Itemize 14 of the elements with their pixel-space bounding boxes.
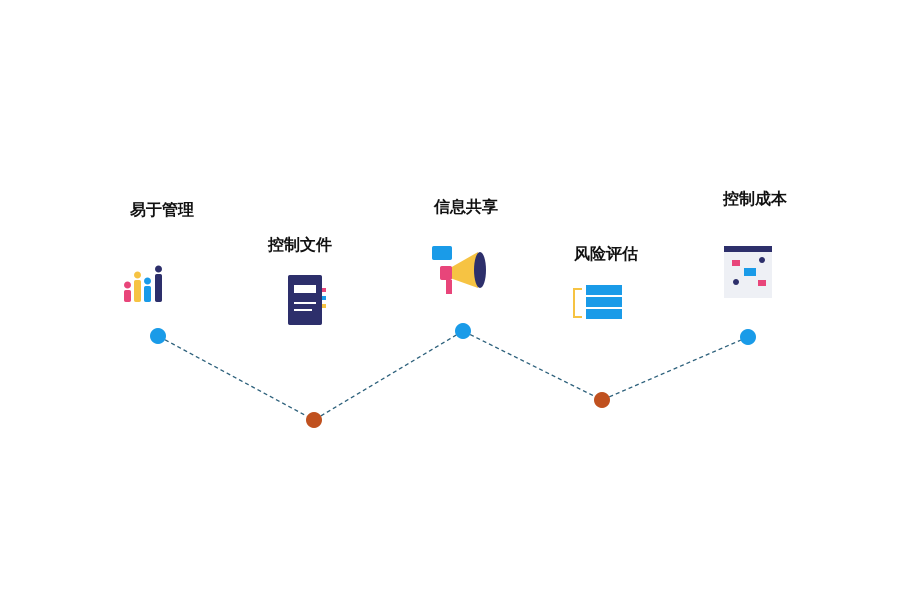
item-title: 控制文件 — [268, 235, 332, 256]
item-title: 控制成本 — [723, 189, 787, 210]
dashed-connector — [470, 334, 596, 398]
timeline-dot — [594, 392, 610, 408]
item-title: 易于管理 — [130, 200, 194, 221]
dashed-connector — [609, 340, 741, 398]
timeline-dot — [306, 412, 322, 428]
timeline-dot — [150, 328, 166, 344]
item-title: 风险评估 — [574, 244, 638, 265]
dashed-connector — [320, 334, 456, 416]
timeline-dot — [455, 323, 471, 339]
timeline-dot — [740, 329, 756, 345]
dashed-connector — [164, 339, 308, 417]
item-title: 信息共享 — [434, 197, 498, 218]
